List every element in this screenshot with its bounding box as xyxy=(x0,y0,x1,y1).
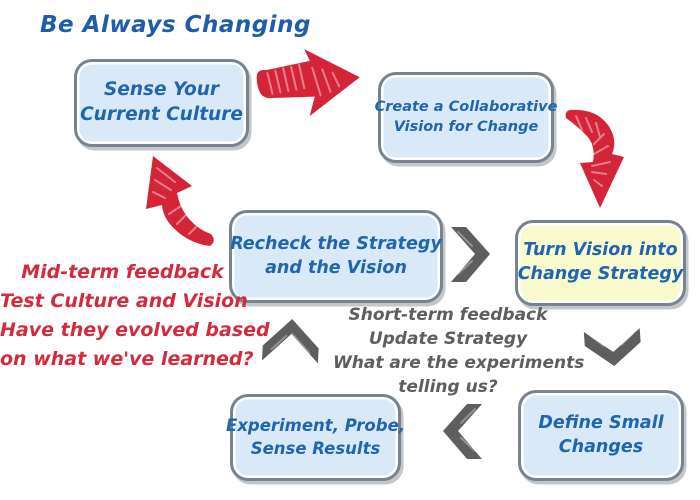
box-label-line: Recheck the Strategy xyxy=(230,233,442,254)
red-arrow-down-icon xyxy=(565,109,624,208)
red-arrow-right-icon xyxy=(256,49,360,116)
chevron-right-icon xyxy=(451,227,490,282)
note-line: What are the experiments xyxy=(333,353,585,373)
box-recheck-strategy-and-vision: Recheck the Strategy and the Vision xyxy=(229,210,443,303)
page-title: Be Always Changing xyxy=(40,12,311,38)
box-sense-your-current-culture: Sense Your Current Culture xyxy=(74,59,249,147)
box-experiment-probe-sense-results: Experiment, Probe, Sense Results xyxy=(226,394,405,481)
note-line: Have they evolved based xyxy=(0,319,270,341)
box-label-line: Changes xyxy=(558,436,644,457)
note-line: telling us? xyxy=(398,377,498,397)
chevron-down-icon xyxy=(583,328,641,366)
note-line: Short-term feedback xyxy=(348,305,548,325)
note-line: Test Culture and Vision xyxy=(0,290,248,312)
box-label-line: Create a Collaborative xyxy=(374,98,558,115)
box-define-small-changes: Define Small Changes xyxy=(518,390,684,481)
note-line: Update Strategy xyxy=(368,329,528,349)
note-shortterm-feedback: Short-term feedback Update Strategy What… xyxy=(333,303,585,399)
red-arrow-upleft-icon xyxy=(146,156,214,246)
chevron-left-icon xyxy=(443,404,482,459)
box-label-line: Change Strategy xyxy=(517,264,684,284)
chevron-up-icon xyxy=(261,319,319,364)
box-turn-vision-into-change-strategy: Turn Vision into Change Strategy xyxy=(515,220,686,306)
box-label-line: Sense Your xyxy=(103,79,220,101)
box-create-collaborative-vision: Create a Collaborative Vision for Change xyxy=(375,72,557,163)
box-label-line: Current Culture xyxy=(80,104,243,125)
note-midterm-feedback: Mid-term feedback Test Culture and Visio… xyxy=(0,258,270,374)
note-line: Mid-term feedback xyxy=(21,261,224,283)
box-label-line: Turn Vision into xyxy=(523,240,678,261)
box-label-line: Vision for Change xyxy=(393,118,539,135)
box-label-line: Sense Results xyxy=(250,438,381,458)
note-line: on what we've learned? xyxy=(0,348,254,370)
box-label-line: Experiment, Probe, xyxy=(225,416,406,436)
box-label-line: Define Small xyxy=(538,412,664,433)
box-label-line: and the Vision xyxy=(265,257,407,278)
